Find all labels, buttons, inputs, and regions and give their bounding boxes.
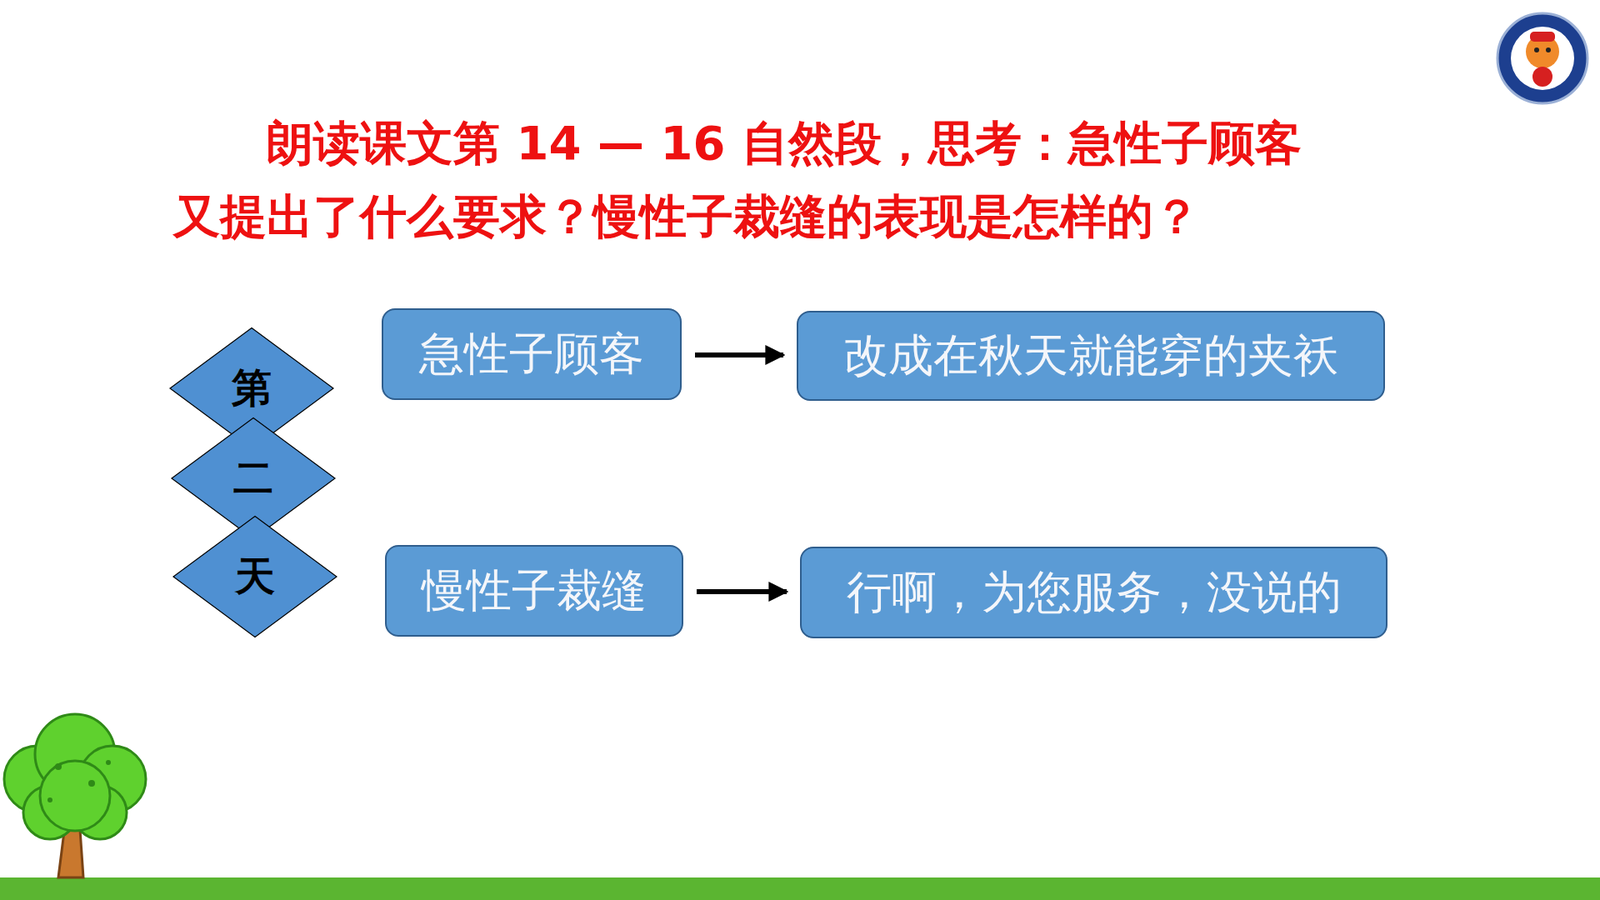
process-box: 改成在秋天就能穿的夹袄 [796, 310, 1385, 401]
node-label: 第 [231, 361, 272, 415]
process-box: 行啊，为您服务，没说的 [800, 546, 1388, 639]
arrow-connector [696, 589, 787, 595]
process-box: 急性子顾客 [381, 308, 682, 400]
logo-badge [1497, 13, 1588, 104]
day-diamond: 天 [171, 515, 339, 639]
node-label: 急性子顾客 [419, 324, 645, 385]
node-label: 行啊，为您服务，没说的 [846, 562, 1342, 624]
tree-illustration [4, 714, 146, 878]
slide-title: 朗读课文第 14 — 16 自然段，思考：急性子顾客又提出了什么要求？慢性子裁缝… [173, 106, 1332, 254]
node-label: 二 [233, 451, 274, 505]
node-label: 慢性子裁缝 [421, 560, 647, 622]
node-label: 天 [235, 550, 275, 604]
ground-bar [0, 877, 1600, 900]
arrow-connector [695, 352, 784, 358]
node-label: 改成在秋天就能穿的夹袄 [843, 325, 1339, 387]
process-box: 慢性子裁缝 [385, 545, 684, 637]
